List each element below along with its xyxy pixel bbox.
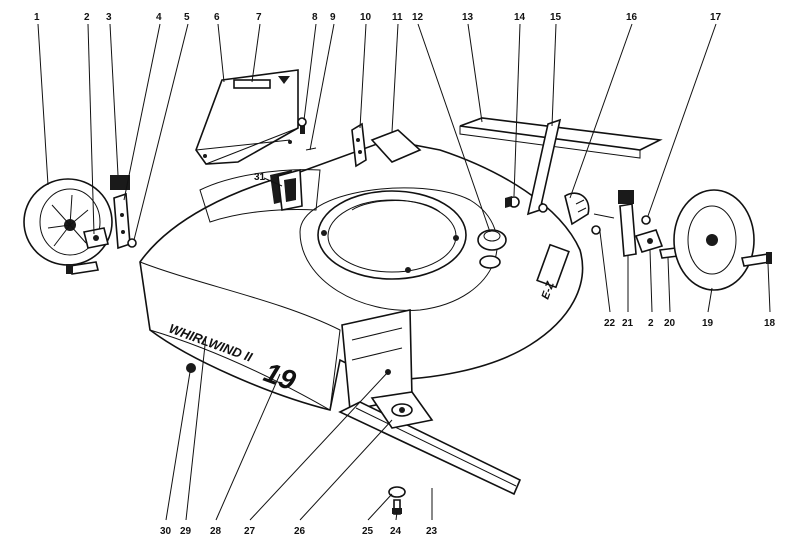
callout-21: 21: [622, 318, 634, 329]
callout-15: 15: [550, 12, 562, 23]
handle-bracket-left: [351, 122, 422, 168]
callout-19: 19: [702, 318, 714, 329]
rear-handle-bracket: [505, 118, 590, 226]
callout-1: 1: [34, 12, 40, 23]
left-wheel: [23, 178, 113, 266]
callout-22: 22: [604, 318, 616, 329]
callout-9: 9: [330, 12, 336, 23]
part-callouts: 1 2 3 4 5 6 7 8 9 10 11 12 13 14 15 16 1…: [34, 12, 776, 537]
callout-13: 13: [462, 12, 474, 23]
callout-24: 24: [390, 526, 402, 537]
chute-deflector: [195, 69, 299, 165]
leader-lines: [37, 23, 771, 521]
callout-28: 28: [210, 526, 222, 537]
fill-cap: [477, 229, 507, 269]
blade-adapter: [370, 391, 434, 429]
right-wheel-bolt: [741, 252, 772, 267]
deck-nut: [186, 363, 196, 373]
left-wheel-adjuster: [66, 227, 109, 275]
callout-7: 7: [256, 12, 262, 23]
left-height-lever: [110, 175, 137, 250]
callout-6: 6: [214, 12, 220, 23]
callout-18: 18: [764, 318, 776, 329]
callout-2-left: 2: [84, 12, 90, 23]
callout-14: 14: [514, 12, 526, 23]
callout-4: 4: [156, 12, 162, 23]
callout-12: 12: [412, 12, 424, 23]
blade-bolt: [388, 486, 406, 515]
callout-26: 26: [294, 526, 306, 537]
callout-29: 29: [180, 526, 192, 537]
rear-trail-shield: [459, 117, 663, 159]
callout-23: 23: [426, 526, 438, 537]
callout-27: 27: [244, 526, 256, 537]
chute-hinge: [277, 168, 303, 211]
callout-11: 11: [392, 12, 403, 23]
callout-3: 3: [106, 12, 112, 23]
callout-2-right: 2: [648, 318, 654, 329]
callout-16: 16: [626, 12, 638, 23]
callout-8: 8: [312, 12, 318, 23]
callout-5: 5: [184, 12, 190, 23]
mower-deck-housing: [139, 139, 584, 411]
callout-17: 17: [710, 12, 722, 23]
right-height-lever: [591, 190, 651, 257]
cutting-blade: [338, 401, 522, 496]
callout-10: 10: [360, 12, 372, 23]
callout-30: 30: [160, 526, 172, 537]
callout-20: 20: [664, 318, 676, 329]
right-wheel: [673, 189, 755, 291]
right-wheel-adjuster: [634, 229, 679, 259]
callout-25: 25: [362, 526, 374, 537]
callout-31: 31: [254, 172, 266, 183]
